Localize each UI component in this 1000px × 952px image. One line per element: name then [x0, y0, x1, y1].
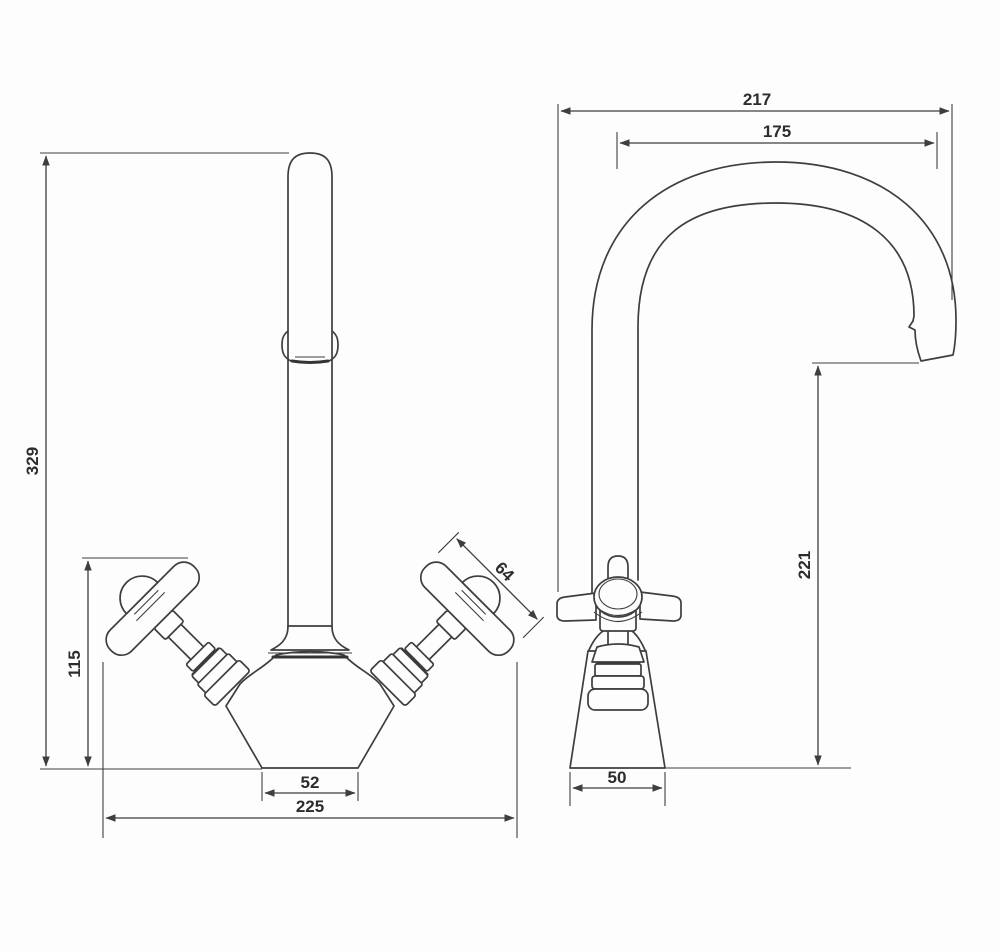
dimension-label-handle-height: 115 — [65, 650, 84, 677]
side-handle-assembly — [556, 555, 682, 711]
flare-outline — [270, 625, 350, 651]
spout-inner-edge — [637, 202, 915, 581]
dimension-label-overall-depth: 217 — [743, 90, 771, 109]
dimension-handle-height: 115 — [65, 557, 188, 767]
side-hub — [593, 576, 643, 618]
front-left-valve-assembly — [105, 561, 250, 706]
dimension-label-overall-height: 329 — [23, 447, 42, 475]
front-view: 64 329 115 52 225 — [23, 152, 545, 838]
front-spout-column — [281, 152, 339, 629]
dimension-label-base-depth: 50 — [608, 768, 627, 787]
side-wing-right — [639, 591, 682, 622]
extension-line — [616, 132, 938, 169]
extension-line — [261, 772, 359, 801]
side-valve-ring-mid — [591, 675, 645, 690]
left-handle-front-prong-dome — [119, 575, 159, 615]
dimension-base-depth: 50 — [569, 768, 666, 806]
dimension-label-spout-reach: 175 — [763, 122, 791, 141]
side-hub-rim — [593, 606, 643, 623]
side-valve-ring-small — [594, 663, 642, 677]
right-valve-ring-base — [370, 659, 417, 706]
side-view: 217 175 221 50 — [556, 90, 957, 806]
dimension-label-base-width: 52 — [301, 773, 320, 792]
spout-column-left-side — [287, 152, 333, 629]
left-valve-bonnet — [185, 641, 216, 672]
spout-outlet-rim — [290, 359, 330, 364]
extension-line — [569, 772, 666, 806]
dimension-overall-depth: 217 — [557, 90, 953, 592]
dimension-spout-height: 221 — [795, 362, 919, 766]
dimension-base-width: 52 — [261, 772, 359, 801]
left-valve-ring-base — [203, 659, 250, 706]
dimension-line — [456, 538, 538, 620]
spout-outlet-bulge — [281, 330, 339, 362]
extension-line — [557, 104, 953, 592]
front-right-valve-assembly: 64 — [370, 531, 545, 706]
extension-line — [437, 531, 545, 639]
dimension-overall-width: 225 — [102, 662, 518, 838]
side-hub-face — [598, 578, 638, 610]
front-column-flare — [268, 625, 352, 659]
dimension-spout-reach: 175 — [616, 122, 938, 169]
front-body-outline — [225, 650, 395, 769]
side-wing-left — [556, 592, 597, 622]
right-valve-bonnet — [404, 641, 435, 672]
left-handle-hub-rim — [133, 589, 166, 622]
dimension-overall-height: 329 — [23, 152, 289, 767]
extension-line — [102, 662, 518, 838]
side-gooseneck-spout — [591, 161, 957, 595]
side-valve-bonnet-skirt — [591, 643, 645, 663]
spout-outer-edge — [591, 161, 957, 595]
dimension-label-overall-width: 225 — [296, 797, 324, 816]
side-valve-ring-base — [587, 688, 649, 711]
dimension-label-handle-width: 64 — [491, 558, 518, 585]
dimension-label-spout-height: 221 — [795, 551, 814, 579]
